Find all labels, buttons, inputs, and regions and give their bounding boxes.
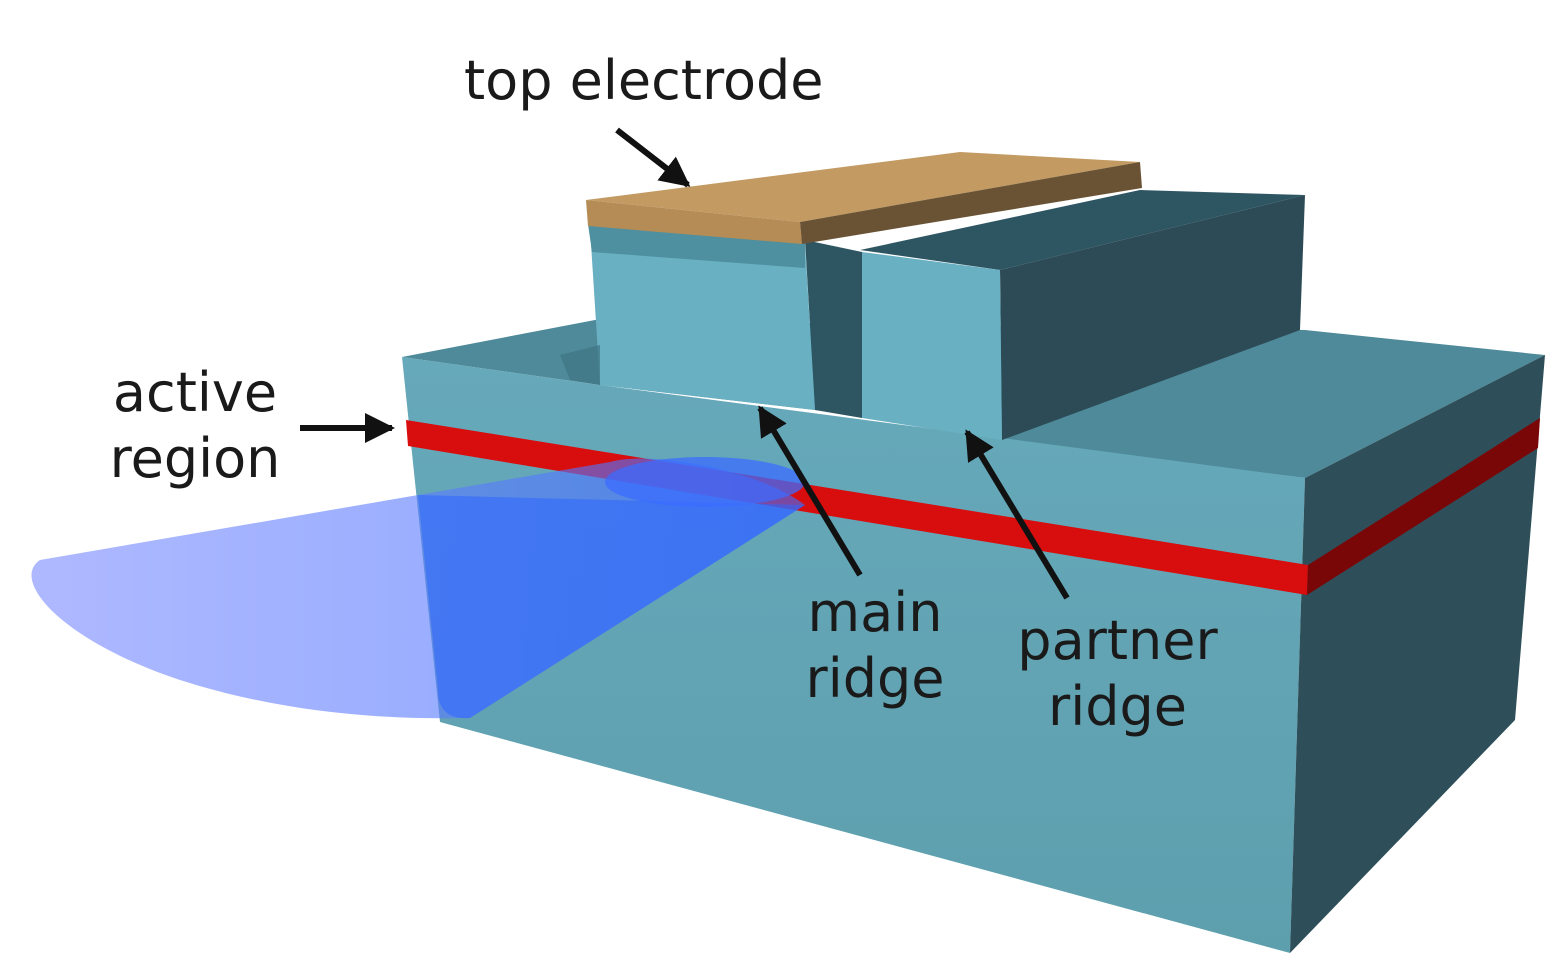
arrow-top-electrode: [615, 127, 691, 188]
partner-ridge: [860, 190, 1305, 440]
partner-ridge-right: [1000, 195, 1305, 440]
electrode-side-face: [800, 162, 1142, 244]
label-active-region: active region: [109, 361, 281, 490]
active-layer-side: [1307, 418, 1540, 595]
arrow-main-ridge: [757, 405, 863, 577]
electrode-top-face: [586, 152, 1140, 222]
label-top-electrode: top electrode: [464, 49, 824, 112]
main-ridge-gap: [805, 240, 862, 418]
light-beam: [31, 457, 805, 719]
label-main-ridge: main ridge: [805, 581, 945, 710]
arrow-partner-ridge: [964, 429, 1070, 600]
main-ridge-cap: [588, 224, 805, 268]
partner-ridge-top: [860, 190, 1305, 270]
main-ridge-front: [590, 228, 815, 410]
electrode-front-face: [586, 200, 802, 244]
beam-spot: [605, 457, 805, 507]
beam-inner: [418, 495, 805, 719]
top-electrode: [586, 152, 1142, 244]
main-ridge: [560, 224, 862, 418]
partner-ridge-front: [862, 252, 1002, 440]
label-partner-ridge: partner ridge: [1017, 609, 1218, 738]
main-ridge-shadow: [560, 345, 600, 385]
substrate-right-face: [1290, 355, 1545, 953]
